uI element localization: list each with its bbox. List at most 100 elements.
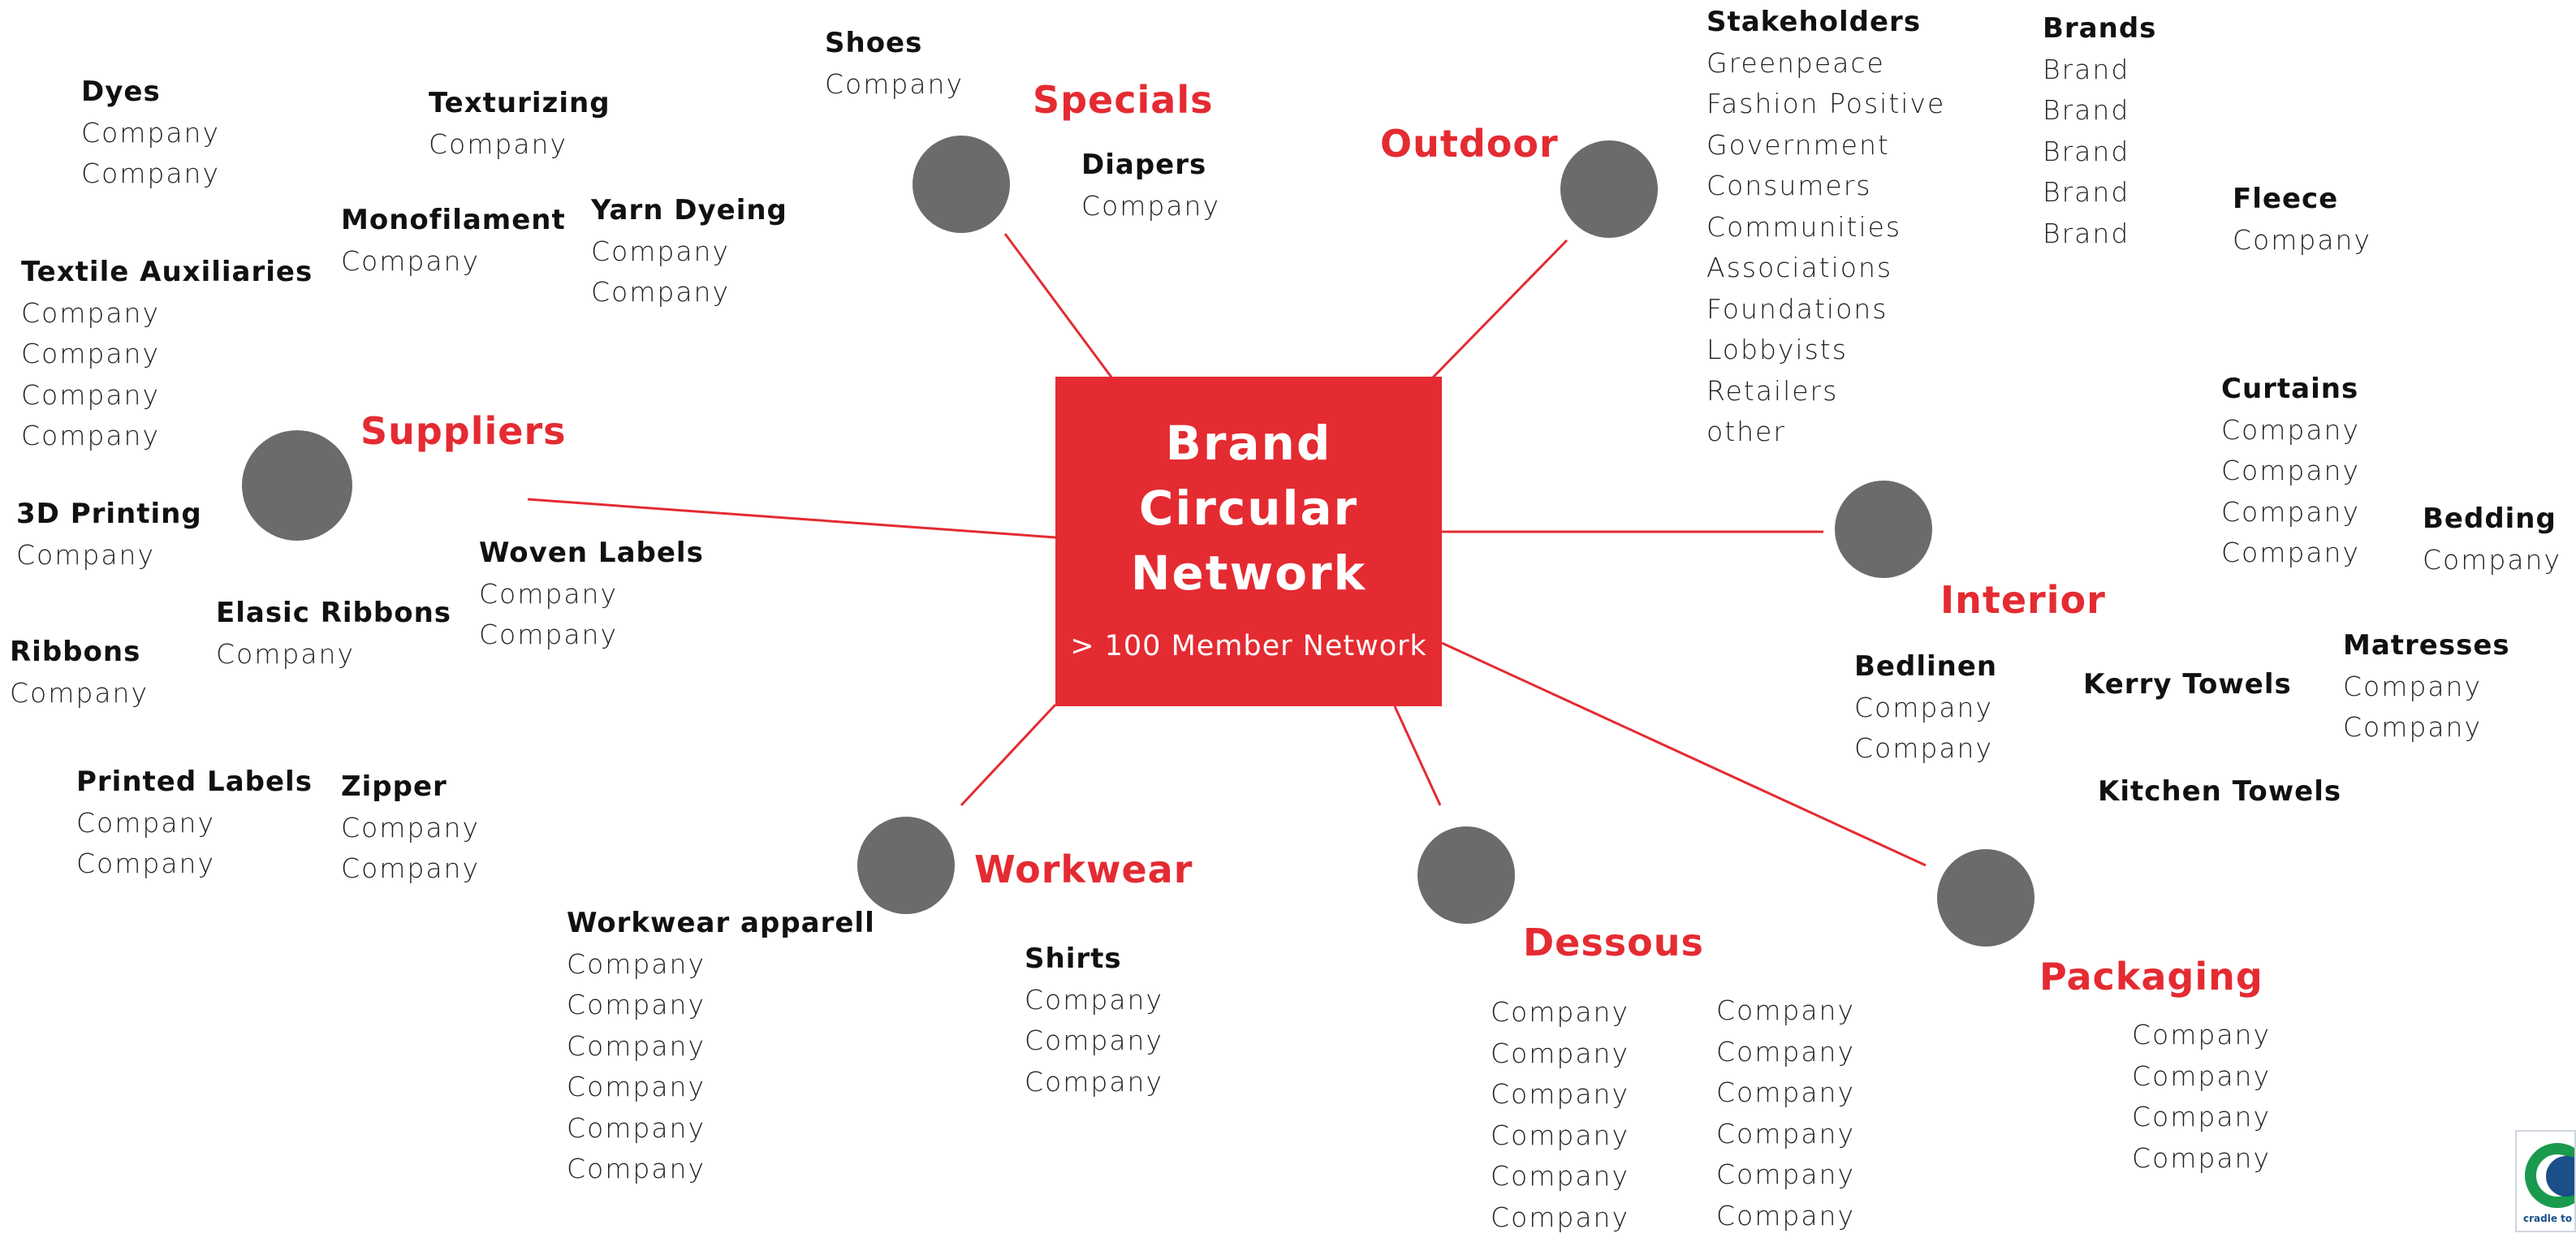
group-bedding: Bedding Company (2423, 498, 2561, 580)
list-item: other (1707, 412, 1945, 453)
group-ribbons: Ribbons Company (10, 632, 149, 714)
group-title: Bedding (2423, 498, 2561, 540)
group-matresses: Matresses Company Company (2343, 625, 2510, 748)
list-item: Company (591, 231, 787, 273)
list-item: Company (2221, 492, 2360, 533)
list-item: Company (10, 673, 149, 714)
group-title: Shirts (1025, 938, 1163, 980)
list-item: Company (1716, 1072, 1855, 1114)
list-item: Brand (2043, 214, 2156, 255)
list-item: Company (2343, 666, 2510, 708)
group-brands: Brands Brand Brand Brand Brand Brand (2043, 8, 2156, 254)
list-item: Retailers (1707, 371, 1945, 412)
list-item: Brand (2043, 90, 2156, 132)
edge-workwear (961, 705, 1055, 805)
edge-specials (1005, 234, 1112, 378)
group-kerry-towels: Kerry Towels (2083, 664, 2292, 705)
node-dessous[interactable] (1417, 826, 1515, 924)
category-label-packaging: Packaging (2039, 955, 2263, 999)
edge-packaging (1442, 643, 1926, 865)
center-hub[interactable]: Brand Circular Network > 100 Member Netw… (1055, 377, 1442, 706)
node-packaging[interactable] (1937, 849, 2034, 947)
list-item: Brand (2043, 50, 2156, 91)
list-item: Company (21, 293, 313, 334)
group-title: Fleece (2233, 179, 2371, 220)
edge-dessous (1395, 706, 1440, 805)
list-item: Company (2132, 1138, 2271, 1180)
list-item: Company (567, 1026, 875, 1068)
group-title: Matresses (2343, 625, 2510, 666)
node-workwear[interactable] (857, 817, 955, 914)
badge-logo-text: cradle to (2523, 1213, 2572, 1224)
group-dessous-col1: Company Company Company Company Company … (1491, 992, 1629, 1238)
list-item: Company (479, 615, 704, 656)
center-title-line: Circular (1055, 476, 1442, 541)
list-item: Company (1491, 992, 1629, 1033)
group-bedlinen: Bedlinen Company Company (1854, 646, 1997, 770)
list-item: Company (2343, 707, 2510, 748)
group-title: Curtains (2221, 369, 2360, 410)
list-item: Company (1854, 728, 1997, 770)
list-item: Company (21, 375, 313, 416)
group-monofilament: Monofilament Company (341, 200, 566, 282)
node-interior[interactable] (1835, 481, 1932, 578)
list-item: Company (591, 272, 787, 313)
list-item: Company (1081, 186, 1220, 227)
group-title: Bedlinen (1854, 646, 1997, 688)
list-item: Company (567, 1108, 875, 1150)
list-item: Government (1707, 125, 1945, 166)
node-outdoor[interactable] (1560, 140, 1658, 238)
group-woven-labels: Woven Labels Company Company (479, 533, 704, 656)
center-title-line: Network (1055, 541, 1442, 606)
list-item: Company (2423, 540, 2561, 581)
list-item: Brand (2043, 172, 2156, 214)
list-item: Company (2132, 1056, 2271, 1098)
group-title: Workwear apparell (567, 903, 875, 944)
list-item: Company (825, 64, 964, 106)
group-packaging-list: Company Company Company Company (2132, 1015, 2271, 1179)
list-item: Company (567, 1067, 875, 1108)
list-item: Company (1491, 1156, 1629, 1197)
list-item: Company (1491, 1033, 1629, 1075)
group-curtains: Curtains Company Company Company Company (2221, 369, 2360, 574)
category-label-specials: Specials (1033, 78, 1213, 122)
list-item: Company (479, 574, 704, 615)
group-title: 3D Printing (16, 494, 202, 535)
group-printed-labels: Printed Labels Company Company (76, 761, 313, 885)
list-item: Company (567, 1149, 875, 1190)
group-title: Dyes (81, 71, 220, 113)
list-item: Communities (1707, 207, 1945, 248)
list-item: Company (216, 634, 451, 675)
group-title: Kerry Towels (2083, 664, 2292, 705)
group-workwear-apparell: Workwear apparell Company Company Compan… (567, 903, 875, 1190)
category-label-suppliers: Suppliers (360, 409, 567, 453)
category-label-workwear: Workwear (974, 848, 1193, 891)
group-title: Shoes (825, 23, 964, 64)
list-item: Fashion Positive (1707, 84, 1945, 125)
list-item: Company (76, 843, 313, 885)
category-label-dessous: Dessous (1523, 921, 1704, 964)
category-label-outdoor: Outdoor (1380, 122, 1559, 166)
node-specials[interactable] (913, 136, 1010, 233)
list-item: Company (567, 985, 875, 1026)
list-item: Company (1716, 1196, 1855, 1237)
group-title: Monofilament (341, 200, 566, 241)
list-item: Company (2221, 410, 2360, 451)
group-zipper: Zipper Company Company (341, 766, 480, 890)
group-title: Diapers (1081, 145, 1220, 186)
list-item: Company (81, 153, 220, 195)
list-item: Company (1716, 1114, 1855, 1155)
list-item: Company (1025, 1062, 1163, 1103)
list-item: Company (21, 334, 313, 375)
list-item: Company (341, 241, 566, 283)
list-item: Company (16, 535, 202, 576)
list-item: Company (1716, 1154, 1855, 1196)
group-title: Woven Labels (479, 533, 704, 574)
group-elastic-ribbons: Elasic Ribbons Company (216, 593, 451, 675)
list-item: Company (2132, 1097, 2271, 1138)
list-item: Company (2233, 220, 2371, 261)
group-shoes: Shoes Company (825, 23, 964, 105)
list-item: Foundations (1707, 289, 1945, 330)
certification-badge-logo: cradle to (2515, 1130, 2576, 1232)
list-item: Company (76, 803, 313, 844)
